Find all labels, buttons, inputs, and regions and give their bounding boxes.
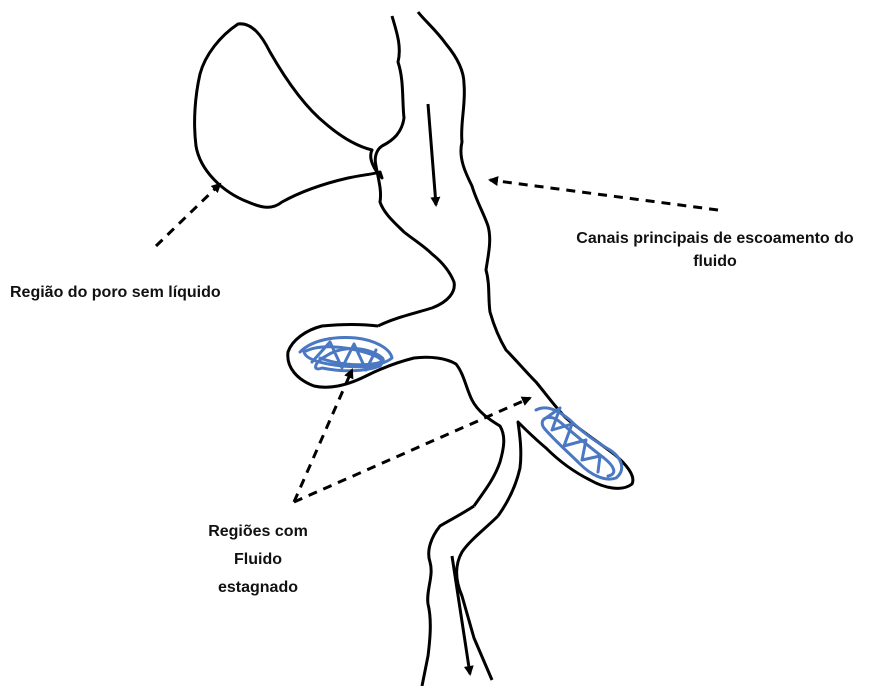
stagnant-fluid-left	[300, 338, 392, 371]
dry-pore-outline	[195, 24, 382, 207]
label-stagnant-line1: Regiões com	[188, 518, 328, 546]
label-stagnant-line3: estagnado	[188, 574, 328, 602]
pointer-dry-pore	[156, 184, 220, 246]
label-dry-pore: Região do poro sem líquido	[10, 281, 221, 304]
label-dry-pore-text: Região do poro sem líquido	[10, 281, 221, 304]
stagnant-fluid-right	[536, 408, 622, 479]
pointer-stagnant-right	[294, 398, 530, 502]
pointer-main-channel	[490, 180, 718, 210]
label-stagnant-line2: Fluido	[188, 546, 328, 574]
lower-channel-right-wall	[457, 516, 498, 680]
main-channel-left-wall	[375, 16, 454, 326]
label-stagnant-regions: Regiões com Fluido estagnado	[188, 518, 328, 602]
flow-arrow-top	[428, 104, 436, 205]
label-main-channels-line2: fluido	[540, 250, 890, 273]
pointer-stagnant-left	[294, 370, 352, 502]
label-main-channels-line1: Canais principais de escoamento do	[540, 227, 890, 250]
label-main-channels: Canais principais de escoamento do fluid…	[540, 227, 890, 273]
